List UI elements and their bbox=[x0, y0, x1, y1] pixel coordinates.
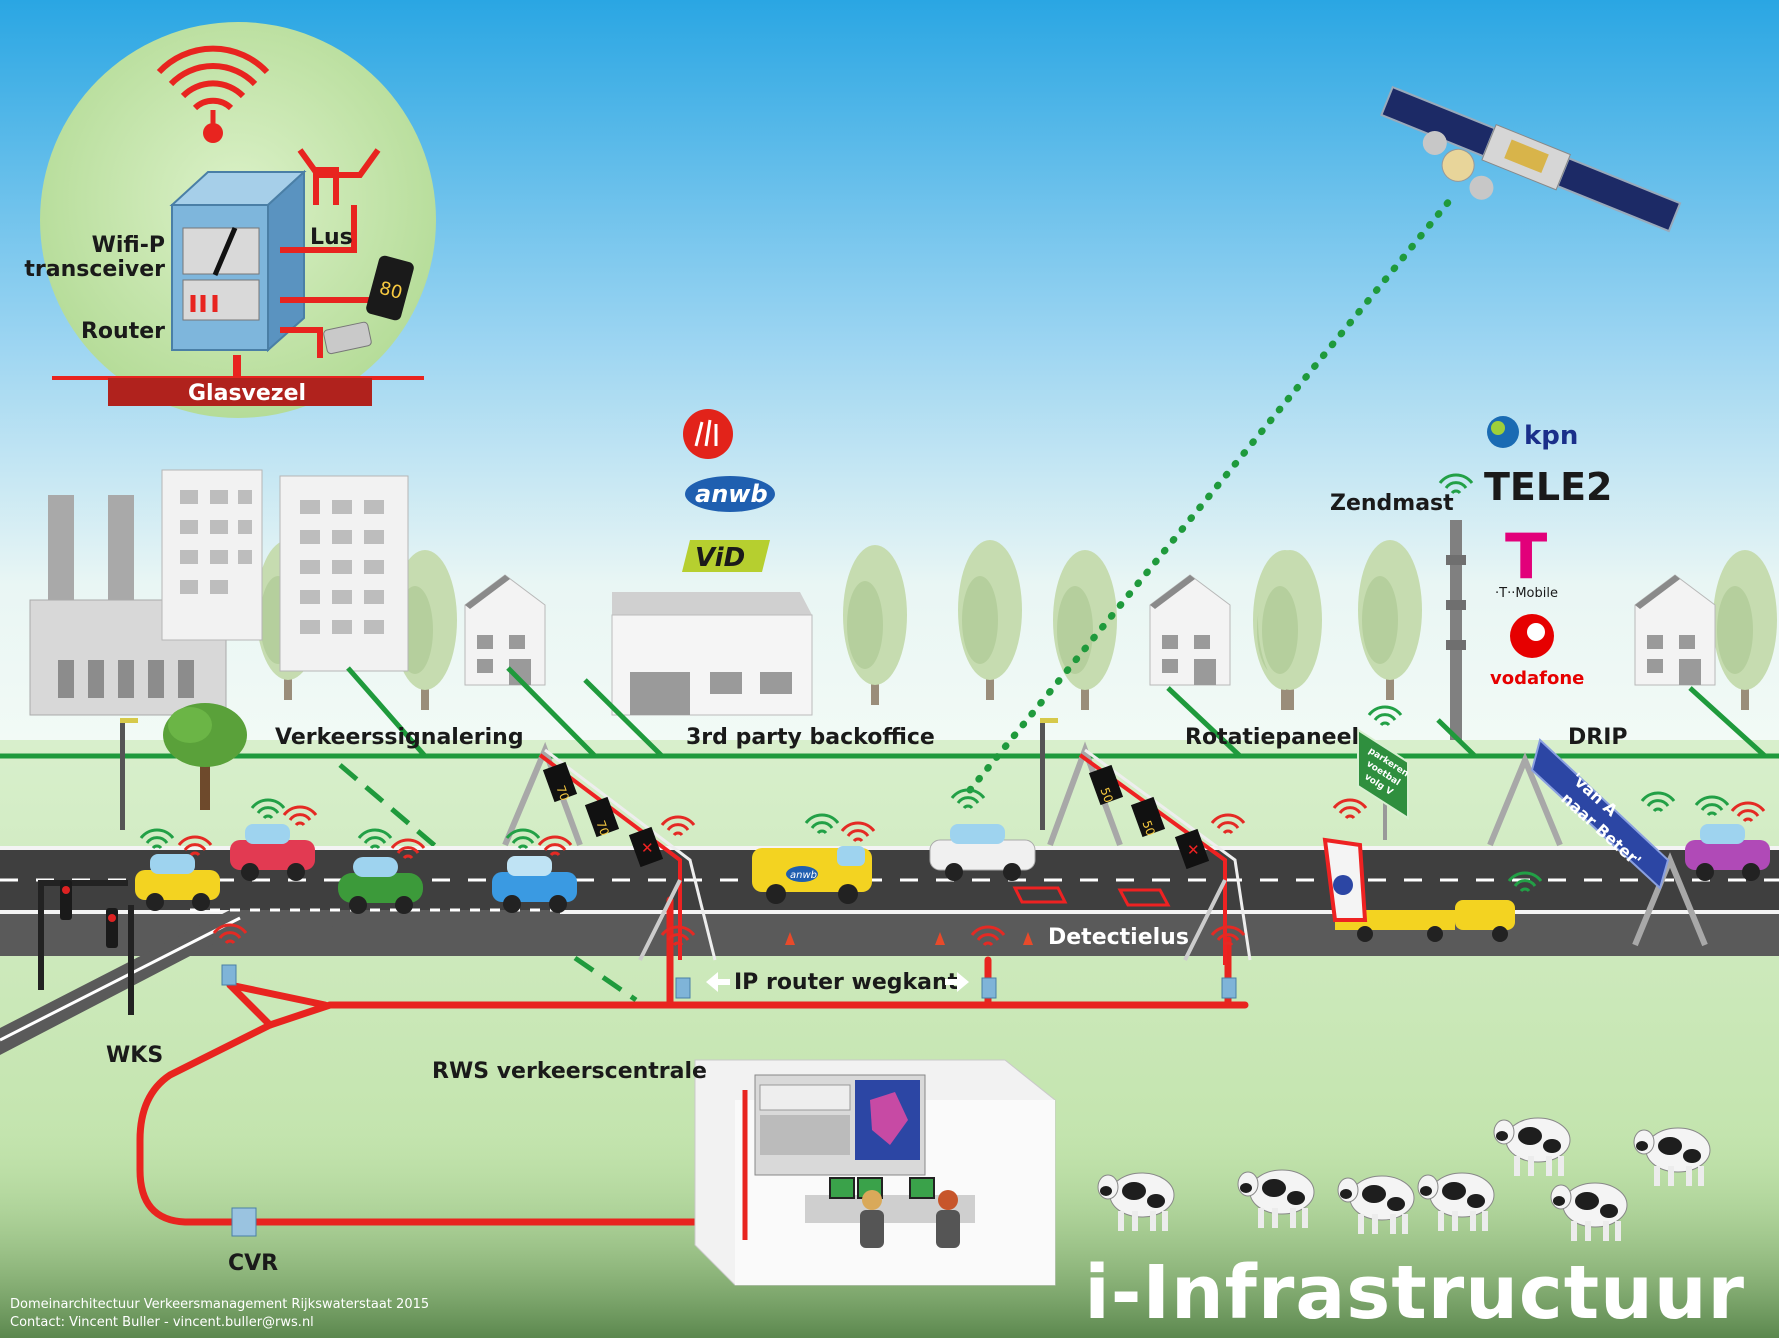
kpn-logo-text: kpn bbox=[1524, 421, 1578, 451]
satellite-link bbox=[966, 196, 1454, 794]
gantry2-sign-b: 50 bbox=[1139, 819, 1157, 838]
detection-loop bbox=[1012, 886, 1171, 907]
label-drip: DRIP bbox=[1568, 725, 1628, 750]
office-buildings bbox=[161, 469, 409, 672]
car-blue bbox=[492, 856, 577, 913]
inset-wifi-label-1: Wifi-P bbox=[92, 233, 165, 258]
vodafone-logo: vodafone bbox=[1490, 614, 1584, 689]
tmobile-logo-mark: T bbox=[1505, 520, 1547, 593]
tmobile-logo-text: ·T··Mobile bbox=[1495, 586, 1558, 601]
factory bbox=[29, 495, 227, 716]
car-yellow bbox=[135, 854, 220, 911]
van-anwb: anwb bbox=[752, 846, 872, 904]
inset-router-label: Router bbox=[81, 319, 165, 344]
ip-router-label-group: IP router wegkant bbox=[706, 970, 969, 995]
traffic-lights bbox=[38, 880, 134, 1015]
label-zendmast: Zendmast bbox=[1330, 491, 1454, 516]
label-cvr: CVR bbox=[228, 1251, 278, 1276]
page-title: i-Infrastructuur bbox=[1084, 1250, 1745, 1336]
car-white bbox=[929, 824, 1036, 881]
vodafone-logo-text: vodafone bbox=[1490, 668, 1584, 689]
traffic-cones bbox=[785, 932, 1033, 945]
inset-lus-label: Lus bbox=[310, 225, 353, 250]
vid-logo: ViD bbox=[682, 540, 770, 573]
street-lamps bbox=[120, 718, 1058, 830]
bush bbox=[163, 703, 247, 810]
car-purple bbox=[1685, 824, 1770, 881]
label-verkeerssignalering: Verkeerssignalering bbox=[275, 725, 524, 750]
gantry-2: 50 50 ✕ bbox=[1047, 741, 1252, 965]
tomtom-logo bbox=[683, 409, 733, 459]
label-backoffice: 3rd party backoffice bbox=[686, 725, 935, 750]
inset-wifi-label-2: transceiver bbox=[24, 257, 165, 282]
gantry2-cross: ✕ bbox=[1187, 841, 1200, 859]
inset-glasvezel-label: Glasvezel bbox=[188, 381, 306, 406]
road-inspector-truck bbox=[1322, 837, 1515, 942]
label-ip-router: IP router wegkant bbox=[734, 970, 959, 995]
label-wks: WKS bbox=[106, 1043, 163, 1068]
vehicles: anwb bbox=[135, 824, 1770, 942]
anwb-logo-text: anwb bbox=[695, 480, 768, 508]
satellite bbox=[1380, 85, 1682, 233]
anwb-logo: anwb bbox=[685, 476, 775, 512]
car-red bbox=[230, 824, 315, 881]
label-rws: RWS verkeerscentrale bbox=[432, 1059, 707, 1084]
label-detectielus: Detectielus bbox=[1048, 925, 1189, 950]
gantry1-cross: ✕ bbox=[641, 839, 654, 857]
data-links bbox=[0, 666, 1779, 1003]
gantry2-sign-a: 50 bbox=[1097, 786, 1115, 805]
inset-roadside-unit: 80 Wifi-P transceiver Router Lus Glasvez… bbox=[24, 22, 436, 418]
gantry1-sign-a: 70 bbox=[553, 784, 571, 803]
backoffice-building bbox=[611, 592, 813, 716]
footer-credit: Domeinarchitectuur Verkeersmanagement Ri… bbox=[10, 1297, 429, 1312]
footer-contact: Contact: Vincent Buller - vincent.buller… bbox=[10, 1315, 314, 1330]
gantry1-sign-b: 70 bbox=[593, 819, 611, 838]
van-logo-text: anwb bbox=[790, 870, 817, 881]
rws-control-room bbox=[694, 1059, 1056, 1286]
fiber-network bbox=[136, 896, 1249, 1226]
vid-logo-text: ViD bbox=[695, 543, 745, 573]
zendmast bbox=[1438, 473, 1474, 740]
kpn-logo: kpn bbox=[1487, 416, 1578, 451]
tele2-logo: TELE2 bbox=[1484, 465, 1613, 509]
label-rotatiepaneel: Rotatiepaneel bbox=[1185, 725, 1359, 750]
gantry-1: 70 70 ✕ bbox=[502, 741, 717, 961]
rotatiepaneel-sign: parkeren voetbal volg V bbox=[1357, 728, 1410, 840]
car-green bbox=[338, 857, 423, 914]
